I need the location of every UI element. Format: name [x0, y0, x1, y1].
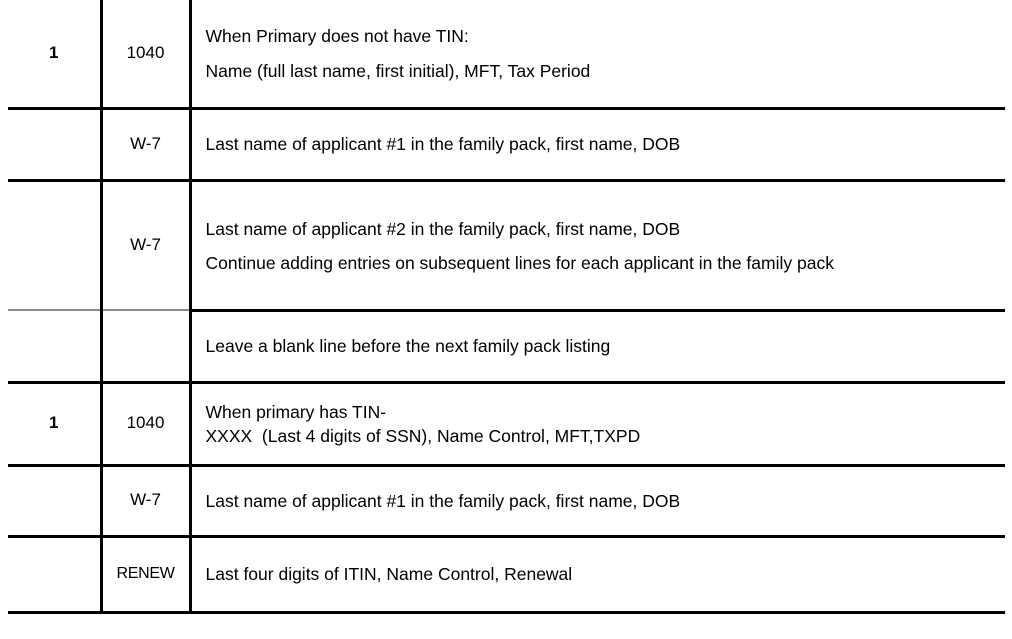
cell-description: When Primary does not have TIN: Name (fu…	[190, 0, 1006, 110]
description-text: Last name of applicant #1 in the family …	[192, 125, 1006, 163]
cell-form: W-7	[101, 180, 192, 311]
cell-sequence	[8, 536, 103, 614]
table-row: RENEW Last four digits of ITIN, Name Con…	[8, 536, 1006, 614]
table-row: W-7 Last name of applicant #1 in the fam…	[8, 108, 1006, 182]
table-body: 1 1040 When Primary does not have TIN: N…	[8, 0, 1006, 614]
description-line: Last four digits of ITIN, Name Control, …	[205, 564, 573, 584]
description-text: Leave a blank line before the next famil…	[192, 327, 1006, 365]
description-line: Last name of applicant #1 in the family …	[205, 134, 681, 154]
line-gap	[206, 242, 1006, 251]
form-value: 1040	[126, 42, 165, 62]
form-value: W-7	[130, 490, 161, 509]
description-text: Last name of applicant #1 in the family …	[192, 482, 1006, 520]
description-text: Last name of applicant #2 in the family …	[192, 210, 1006, 281]
description-line: Leave a blank line before the next famil…	[205, 336, 611, 356]
cell-form: RENEW	[101, 536, 192, 614]
cell-description: Leave a blank line before the next famil…	[190, 310, 1006, 384]
cell-form: W-7	[101, 108, 192, 182]
description-text: Last four digits of ITIN, Name Control, …	[192, 555, 1006, 593]
cell-description: Last name of applicant #2 in the family …	[189, 180, 1006, 312]
description-line: XXXX (Last 4 digits of SSN), Name Contro…	[205, 425, 641, 446]
cell-description: Last four digits of ITIN, Name Control, …	[190, 536, 1006, 614]
cell-form: 1040	[101, 382, 192, 467]
cell-sequence: 1	[8, 382, 103, 467]
table-row: 1 1040 When Primary does not have TIN: N…	[8, 0, 1006, 110]
cell-form: W-7	[101, 465, 192, 538]
description-line: Last name of applicant #1 in the family …	[205, 490, 681, 511]
sequence-value: 1	[49, 42, 59, 62]
table-row: W-7 Last name of applicant #2 in the fam…	[8, 180, 1006, 312]
cell-sequence	[8, 465, 103, 538]
form-value: W-7	[130, 234, 161, 254]
description-line: Last name of applicant #2 in the family …	[205, 218, 681, 239]
table-row: 1 1040 When primary has TIN- XXXX (Last …	[8, 382, 1006, 467]
cell-form: 1040	[101, 0, 192, 110]
description-text: When Primary does not have TIN: Name (fu…	[192, 17, 1006, 90]
cell-sequence	[8, 108, 103, 182]
description-line: When Primary does not have TIN:	[205, 25, 469, 46]
description-text: When primary has TIN- XXXX (Last 4 digit…	[192, 394, 1006, 454]
description-line: Name (full last name, first initial), MF…	[205, 60, 591, 81]
sequence-value: 1	[49, 413, 59, 432]
cell-description: When primary has TIN- XXXX (Last 4 digit…	[190, 382, 1006, 467]
description-line: When primary has TIN-	[205, 401, 387, 422]
form-value: RENEW	[116, 565, 175, 582]
table-row: W-7 Last name of applicant #1 in the fam…	[8, 465, 1006, 538]
instructions-table: 1 1040 When Primary does not have TIN: N…	[8, 0, 1005, 614]
table-row: Leave a blank line before the next famil…	[8, 310, 1006, 384]
cell-sequence: 1	[8, 0, 103, 110]
form-value: W-7	[130, 133, 161, 153]
description-line: Continue adding entries on subsequent li…	[205, 252, 834, 273]
line-gap	[206, 49, 1006, 58]
cell-description: Last name of applicant #1 in the family …	[190, 465, 1006, 538]
cell-sequence	[8, 180, 103, 311]
cell-description: Last name of applicant #1 in the family …	[190, 108, 1006, 182]
form-value: 1040	[126, 413, 165, 432]
cell-form	[101, 310, 192, 384]
cell-sequence	[8, 310, 103, 384]
